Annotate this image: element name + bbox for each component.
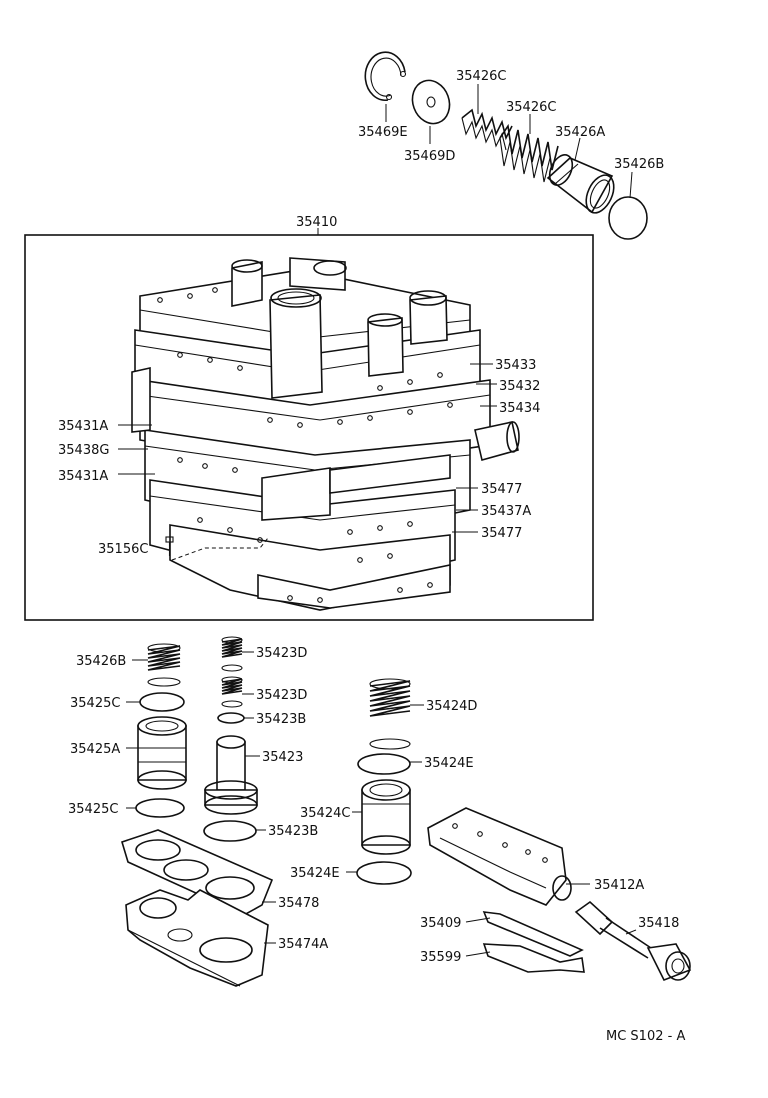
ring-35425C-lower (135, 798, 185, 818)
sleeve-35426A (546, 154, 615, 214)
ring-35425C-upper (139, 692, 185, 712)
label-35156C: 35156C (98, 542, 148, 557)
label-35426B-top: 35426B (614, 157, 664, 172)
piston-35423 (204, 735, 258, 815)
label-35424E-2: 35424E (290, 866, 340, 881)
label-35424D: 35424D (426, 699, 477, 714)
label-35409: 35409 (420, 916, 461, 931)
label-35599: 35599 (420, 950, 461, 965)
ring-35423B-upper (217, 712, 245, 724)
label-35431A-1: 35431A (58, 419, 108, 434)
label-35426C-2: 35426C (506, 100, 556, 115)
label-35432: 35432 (499, 379, 540, 394)
gasket-35478 (121, 829, 274, 916)
piston-35425A (137, 716, 187, 790)
label-35425A: 35425A (70, 742, 120, 757)
label-35437A: 35437A (481, 504, 531, 519)
clip-35409 (482, 911, 584, 957)
label-35477-2: 35477 (481, 526, 522, 541)
snap-ring-35469E (364, 51, 407, 102)
label-35469E: 35469E (358, 125, 408, 140)
piston-35418 (574, 900, 692, 982)
label-35423D-2: 35423D (256, 688, 307, 703)
spring-35423D-upper (221, 636, 243, 672)
leader-lines (118, 84, 637, 957)
ring-35423B-lower (203, 820, 257, 842)
label-35412A: 35412A (594, 878, 644, 893)
label-35423D-1: 35423D (256, 646, 307, 661)
label-35478: 35478 (278, 896, 319, 911)
label-35433: 35433 (495, 358, 536, 373)
label-35431A-2: 35431A (58, 469, 108, 484)
label-35425C-2: 35425C (68, 802, 118, 817)
spring-35423D-lower (221, 676, 243, 708)
bolt-35156C (165, 536, 174, 556)
label-35474A: 35474A (278, 937, 328, 952)
label-35469D: 35469D (404, 149, 455, 164)
ring-35424E-lower (356, 861, 412, 885)
label-35426C-1: 35426C (456, 69, 506, 84)
label-35424C: 35424C (300, 806, 350, 821)
label-35423: 35423 (262, 750, 303, 765)
label-35410: 35410 (296, 215, 337, 230)
plate-35412A (427, 807, 572, 906)
label-35423B-1: 35423B (256, 712, 306, 727)
spring-35426C-large (499, 123, 559, 183)
label-35425C-1: 35425C (70, 696, 120, 711)
label-35424E-1: 35424E (424, 756, 474, 771)
piston-35424C (361, 779, 411, 855)
clip-35599 (482, 943, 585, 973)
ring-35424E-upper (357, 753, 411, 775)
spring-35426B (147, 643, 181, 687)
label-35438G: 35438G (58, 443, 109, 458)
label-35423B-2: 35423B (268, 824, 318, 839)
cover-35474A (125, 889, 269, 987)
label-35434: 35434 (499, 401, 540, 416)
spring-35424D (369, 678, 411, 750)
label-35426A: 35426A (555, 125, 605, 140)
washer-35469D (411, 79, 451, 125)
label-35426B: 35426B (76, 654, 126, 669)
part-labels: 35469E 35469D 35426C 35426C 35426A 35426… (58, 69, 685, 1044)
o-ring-35426B (608, 196, 648, 240)
valve-body-box (24, 228, 594, 621)
valve-body-assembly (131, 257, 520, 611)
label-35477-1: 35477 (481, 482, 522, 497)
figure-code: MC S102 - A (606, 1029, 685, 1044)
spring-35426C-small (461, 108, 513, 151)
label-35418: 35418 (638, 916, 679, 931)
